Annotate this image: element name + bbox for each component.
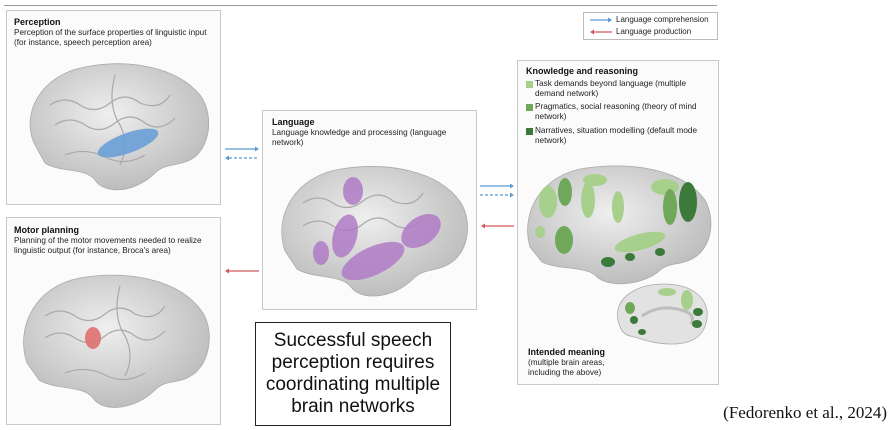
language-to-knowledge-arrows (480, 183, 514, 229)
legend-comprehension: Language comprehension (590, 14, 709, 26)
motor-description: Planning of the motor movements needed t… (14, 236, 202, 255)
caption-box: Successful speech perception requires co… (255, 322, 451, 426)
intended-meaning-description: (multiple brain areas, including the abo… (528, 358, 605, 377)
language-to-motor-arrow (225, 268, 259, 274)
knowledge-item-dmn: Narratives, situation modelling (default… (526, 126, 711, 146)
motor-panel: Motor planning Planning of the motor mov… (6, 217, 221, 425)
perception-title: Perception (14, 17, 61, 27)
dmn-swatch (526, 128, 533, 135)
language-title: Language (272, 117, 315, 127)
top-rule (4, 5, 717, 6)
language-description: Language knowledge and processing (langu… (272, 128, 447, 147)
intended-meaning-title: Intended meaning (528, 347, 606, 357)
language-network-regions (313, 177, 441, 281)
knowledge-item-md: Task demands beyond language (multiple d… (526, 79, 711, 99)
language-brain-image (281, 166, 468, 297)
perception-panel: Perception Perception of the surface pro… (6, 10, 221, 205)
motor-title: Motor planning (14, 225, 79, 235)
red-arrow-icon (590, 29, 612, 35)
tom-swatch (526, 104, 533, 111)
motor-brain-image (23, 274, 210, 408)
blue-arrow-icon (590, 17, 612, 23)
perception-description: Perception of the surface properties of … (14, 28, 207, 47)
legend-comprehension-label: Language comprehension (616, 15, 709, 24)
brocas-area-region (85, 327, 101, 349)
language-panel: Language Language knowledge and processi… (262, 110, 477, 310)
knowledge-brain-lateral-image (527, 165, 712, 285)
md-swatch (526, 81, 533, 88)
legend-production: Language production (590, 26, 691, 38)
caption-text: Successful speech perception requires co… (265, 330, 441, 417)
knowledge-item-tom: Pragmatics, social reasoning (theory of … (526, 102, 711, 122)
perception-brain-image (29, 63, 210, 191)
legend-production-label: Language production (616, 27, 692, 36)
legend: Language comprehension Language producti… (583, 12, 718, 40)
knowledge-title: Knowledge and reasoning (526, 66, 639, 76)
perception-to-language-arrows (225, 146, 259, 161)
medial-network-regions (625, 288, 703, 335)
knowledge-brain-medial-image (617, 283, 708, 345)
knowledge-network-regions (535, 174, 697, 267)
citation: (Fedorenko et al., 2024) (723, 403, 887, 422)
speech-perception-region (97, 128, 159, 158)
